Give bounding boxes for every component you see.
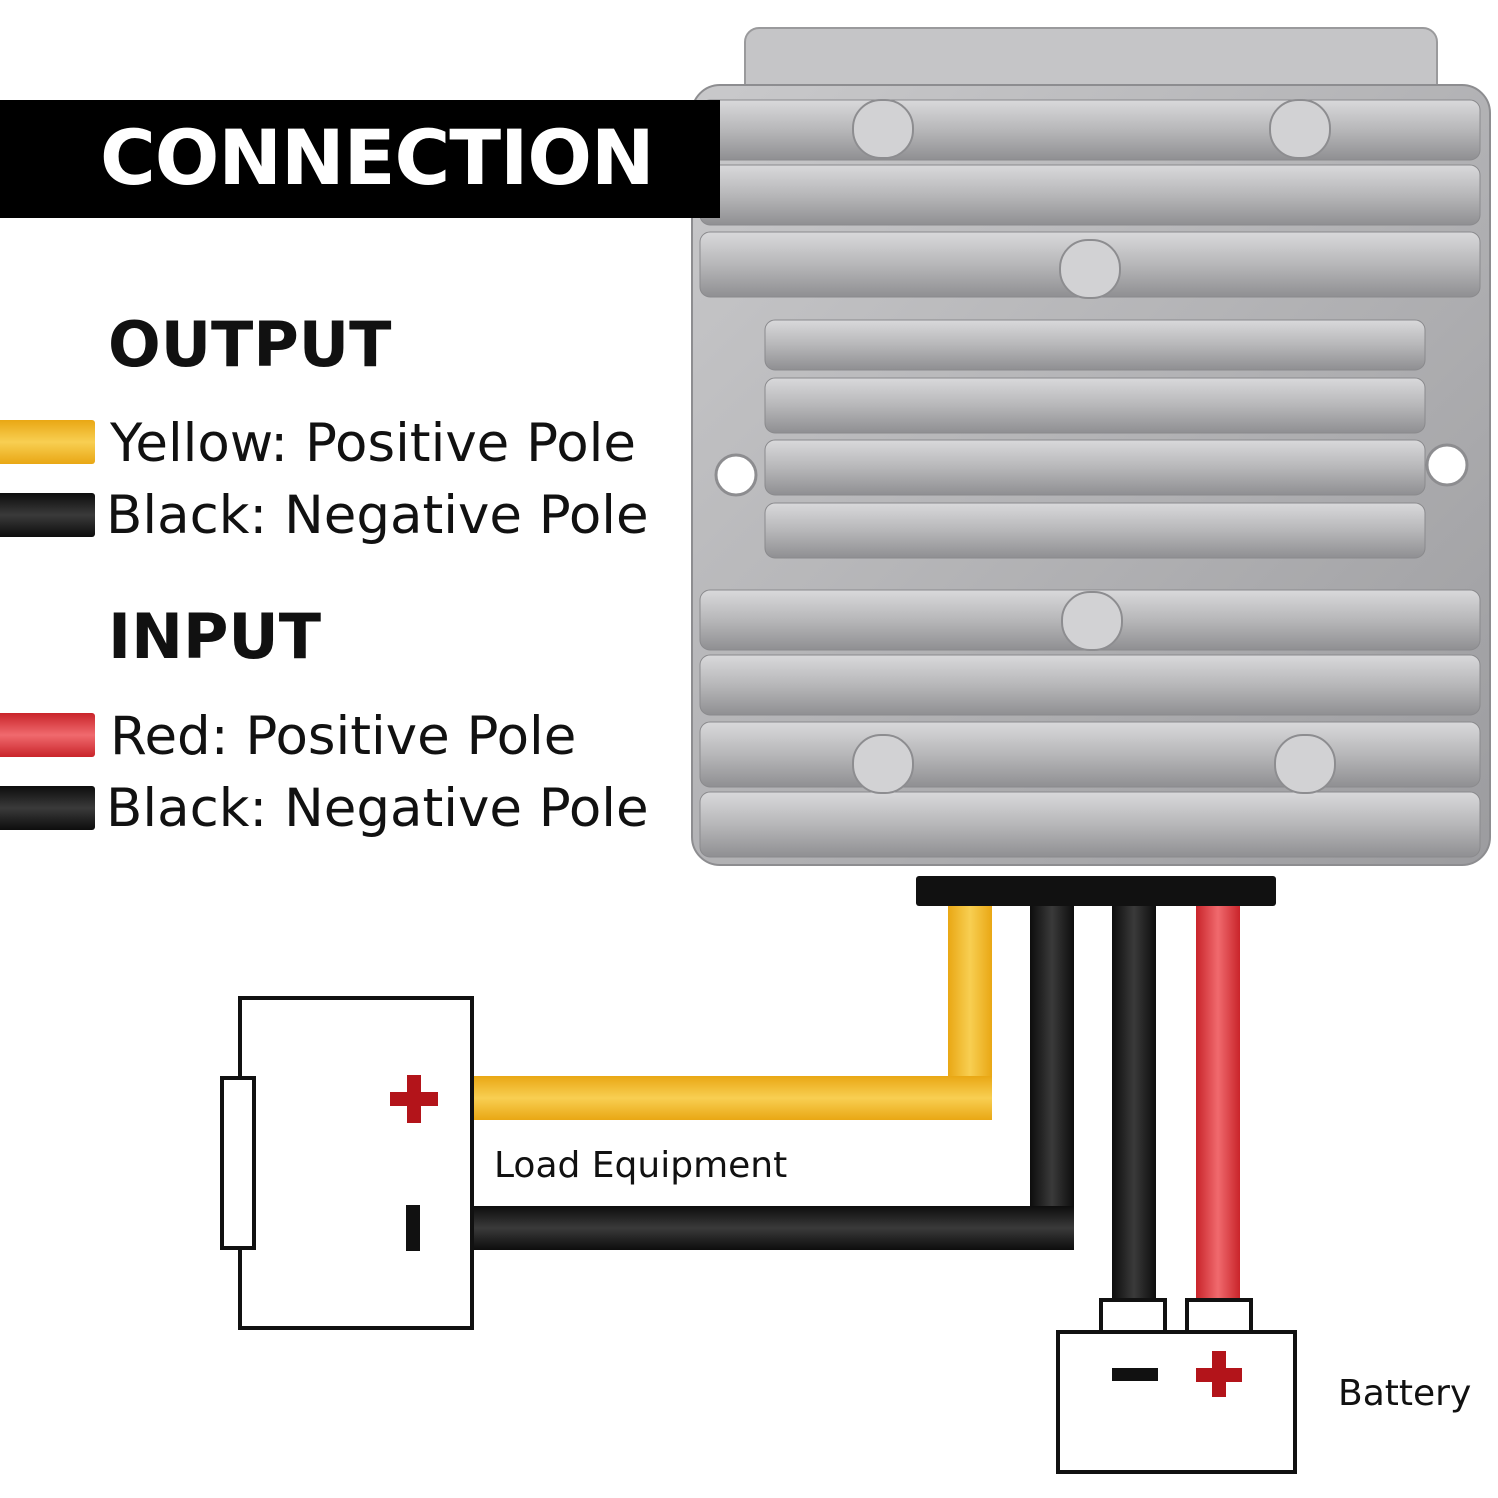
- header-title: CONNECTION: [100, 113, 655, 202]
- black-output-wire-swatch: [0, 493, 95, 537]
- black-input-wire: [1112, 906, 1156, 1302]
- housing-screws: [852, 99, 1336, 794]
- yellow-wire-horizontal: [470, 1076, 992, 1120]
- output-title: OUTPUT: [108, 308, 392, 381]
- output-negative-label: Black: Negative Pole: [106, 485, 649, 546]
- converter-housing: [691, 27, 1491, 906]
- battery-box: [1056, 1298, 1297, 1474]
- load-minus-icon: [406, 1205, 420, 1251]
- wires: [470, 906, 1240, 1302]
- load-equipment-box: [220, 996, 474, 1330]
- black-output-wire-horizontal: [470, 1206, 1074, 1250]
- black-input-wire-swatch: [0, 786, 95, 830]
- battery-label: Battery: [1338, 1373, 1472, 1414]
- battery-minus-icon: [1112, 1368, 1158, 1381]
- input-title: INPUT: [108, 600, 322, 673]
- battery-plus-icon: [1196, 1351, 1242, 1397]
- input-negative-label: Black: Negative Pole: [106, 778, 649, 839]
- red-wire-swatch: [0, 713, 95, 757]
- cable-gland: [916, 876, 1276, 906]
- heatsink-fins: [699, 99, 1481, 858]
- input-positive-label: Red: Positive Pole: [110, 706, 577, 767]
- load-equipment-label: Load Equipment: [494, 1145, 788, 1186]
- black-output-wire-vertical: [1030, 906, 1074, 1250]
- load-plus-icon: [390, 1075, 438, 1123]
- yellow-wire-swatch: [0, 420, 95, 464]
- header-bar: [0, 100, 720, 218]
- red-input-wire: [1196, 906, 1240, 1302]
- output-positive-label: Yellow: Positive Pole: [110, 413, 636, 474]
